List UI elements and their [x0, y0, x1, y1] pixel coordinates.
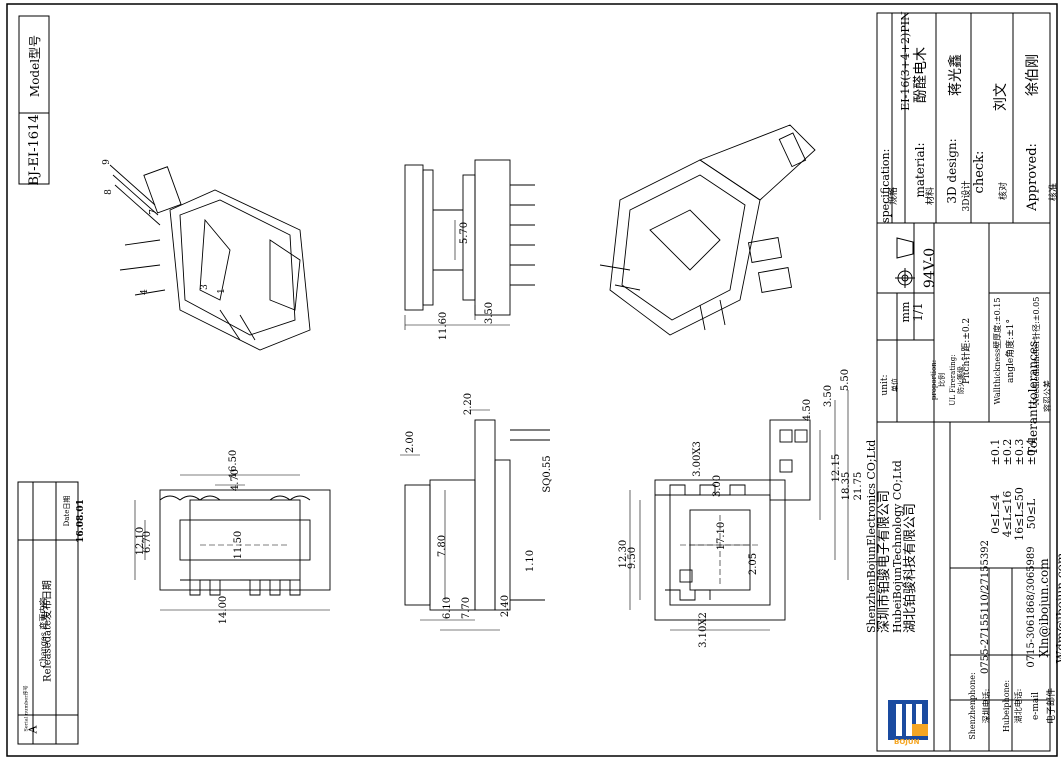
dim-1-10: 1.10: [524, 549, 536, 573]
pin-label-4: 4: [140, 289, 150, 295]
tolerance-title-cn: 容忍公差: [1042, 380, 1052, 412]
change-row-description: Releasedate发布日期: [42, 580, 53, 682]
dim-3-00x3: 3.00X3: [691, 441, 703, 477]
material-label-cn: 材料: [925, 187, 936, 206]
side-view: [404, 159, 535, 330]
model-box: [18, 15, 50, 185]
dim-6-10: 6.10: [441, 596, 453, 620]
change-row-date: 16.08.01: [76, 499, 86, 543]
email-value-1: Xln@ibojun.com: [1037, 558, 1051, 658]
top-view: [629, 390, 849, 631]
company-name-2: 深圳市铂骏电子有限公司: [876, 489, 892, 633]
dim-7-80: 7.80: [436, 534, 448, 558]
dim-2-00: 2.00: [404, 430, 416, 454]
email-label: e-mail: [1031, 691, 1041, 721]
company-logo: [888, 700, 928, 740]
check-label: check:: [971, 150, 987, 194]
hb-phone-label-cn: 湖北电话:: [1013, 688, 1023, 724]
dim-5-70: 5.70: [458, 221, 470, 245]
fire-value: 94V-0: [922, 247, 938, 289]
dim-3-00: 3.00: [711, 474, 723, 498]
change-log-table: [17, 481, 79, 745]
dim-3-50: 3.50: [483, 301, 495, 325]
approved-value: 徐伯刚: [1025, 54, 1041, 96]
approved-label: Approved:: [1024, 143, 1040, 211]
sz-phone-label: Shenzhenphone:: [967, 672, 977, 740]
model-value: BJ-EI-1614: [26, 114, 42, 186]
dim-2-20: 2.20: [462, 392, 474, 416]
dim-3-50-b: 3.50: [822, 384, 834, 408]
dim-4-70: 4.70: [229, 468, 241, 492]
sheet-border: [6, 3, 1058, 757]
pin-label-1: 1: [217, 288, 227, 294]
dim-7-70: 7.70: [460, 596, 472, 620]
email-value-2: Wdm@ibojun.com: [1054, 552, 1061, 664]
model-label: Model型号: [27, 34, 42, 98]
pin-label-7: 7: [149, 209, 159, 215]
hb-phone-label: Hubeiphone:: [1001, 679, 1011, 733]
logo-text: BOJUN: [894, 738, 920, 746]
dim-3-10x2: 3.10X2: [697, 612, 709, 648]
check-value: 刘文: [993, 83, 1009, 111]
company-name-1: ShenzhenBojunElectronics CO;Ltd: [864, 439, 878, 633]
dim-4-50: 4.50: [801, 398, 813, 422]
email-label-cn: 电子邮件: [1046, 688, 1057, 725]
dim-17-10: 17.10: [715, 521, 727, 551]
dim-21-75: 21.75: [852, 471, 864, 501]
front-view: [400, 409, 550, 631]
tolerance-value-4: ±0.4: [1024, 438, 1038, 466]
approved-label-cn: 核准: [1048, 183, 1059, 202]
dim-5-50: 5.50: [839, 368, 851, 392]
title-block-lines: [876, 12, 1051, 752]
dim-18-35: 18.35: [840, 471, 852, 501]
pin-label-9: 9: [102, 159, 112, 165]
angle-tolerance: angle角度:±1°: [1005, 319, 1016, 383]
dim-2-40: 2.40: [499, 594, 511, 618]
dim-sq0-55: SQ0.55: [541, 455, 553, 493]
pitch-tolerance: Pitch针距:±0.2: [961, 317, 972, 385]
isometric-view-2: [599, 124, 816, 336]
projection-symbol: [895, 237, 915, 288]
design-label-cn: 3D设计: [961, 180, 972, 212]
design-value: 蒋光鑫: [948, 54, 964, 96]
unit-label-cn: 单位: [891, 378, 899, 392]
proportion-value: 1/1: [911, 302, 925, 322]
material-value: 酚醛电木: [913, 47, 929, 103]
company-names: ShenzhenBojunElectronics CO;Ltd 深圳市铂骏电子有…: [861, 439, 923, 633]
company-name-4: 湖北铂骏科技有限公司: [903, 502, 919, 633]
dim-6-70: 6.70: [141, 530, 153, 554]
bottom-view: [134, 474, 331, 611]
isometric-view-1: [109, 164, 311, 351]
spec-label-cn: 规格: [888, 187, 899, 206]
dim-14-00: 14.00: [217, 595, 229, 625]
dim-11-50: 11.50: [232, 530, 244, 560]
dim-2-05: 2.05: [747, 552, 759, 576]
sz-phone-value: 0755-27155110/27155392: [979, 540, 991, 674]
tolerance-range-4: 50≤L: [1024, 498, 1038, 530]
wall-tolerance: Wallthickness壁厚度:±0.15: [992, 297, 1002, 405]
check-label-cn: 核对: [998, 182, 1009, 201]
pin-label-8: 8: [104, 189, 114, 195]
dim-9-50: 9.50: [626, 546, 638, 570]
sz-phone-label-cn: 深圳电话:: [981, 688, 991, 724]
needle-tolerance: Needlediameter针径:±0.05: [1031, 296, 1041, 406]
pin-label-3: 3: [200, 284, 210, 290]
dim-11-60: 11.60: [437, 311, 449, 341]
